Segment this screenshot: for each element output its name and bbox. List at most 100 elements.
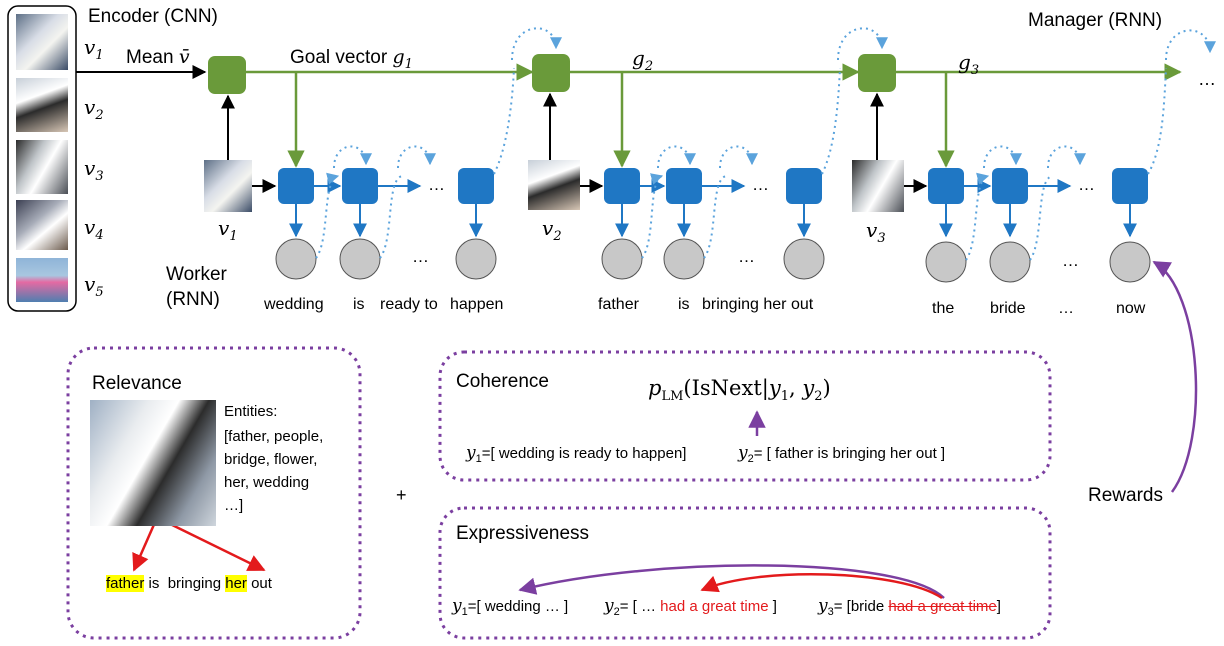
expressiveness-arrow-to-y1 — [518, 564, 945, 599]
manager-loop-3 — [1165, 29, 1216, 61]
word-is-1: is — [353, 296, 365, 313]
word-ellipsis-2: … — [738, 247, 755, 266]
manager-loop-2 — [837, 27, 888, 61]
expressiveness-title: Expressiveness — [456, 523, 590, 544]
manager-loop-1 — [511, 27, 562, 61]
worker-loop-3a — [983, 145, 1022, 169]
entities-line-3: her, wedding — [224, 474, 310, 491]
relevance-title: Relevance — [92, 373, 182, 394]
manager-title: Manager (RNN) — [1028, 10, 1163, 31]
worker-loop-2b — [719, 145, 758, 169]
worker-input-thumb-2 — [528, 160, 580, 210]
worker-node-1b — [342, 168, 378, 204]
expressiveness-y3: y3= [bride had a great time] — [818, 596, 1001, 618]
bbox-father-arrow — [132, 519, 158, 572]
encoder-frame-box — [7, 5, 77, 312]
relevance-sentence: father is bringing her out — [106, 575, 272, 592]
highlight-her: her — [225, 575, 247, 592]
manager-ellipsis: … — [1198, 69, 1216, 89]
word-node-3b — [989, 241, 1031, 283]
worker-ellipsis-1: … — [428, 175, 445, 194]
encoder-thumb-5 — [16, 258, 68, 302]
goal-label-2: g2 — [632, 46, 654, 74]
worker-loop-2a — [657, 145, 696, 169]
word-node-3a — [925, 241, 967, 283]
goal-vector-label: Goal vector g1 — [290, 46, 413, 72]
rewards-label: Rewards — [1088, 485, 1163, 506]
worker-word-loop-2a — [641, 173, 664, 259]
encoder-thumb-2 — [16, 78, 68, 132]
expressiveness-y2: y2= [ … had a great time ] — [604, 596, 777, 618]
word-bringing-her-out: bringing her out — [702, 296, 814, 313]
relevance-box — [66, 346, 362, 640]
worker-input-label-2: v2 — [542, 216, 562, 244]
word-node-2a — [601, 238, 643, 280]
worker-word-loop-1a — [315, 172, 340, 259]
encoder-frame-label-1: v1 — [84, 35, 104, 63]
entities-line-4: …] — [224, 497, 244, 514]
worker-input-label-1: v1 — [218, 216, 238, 244]
encoder-title: Encoder (CNN) — [88, 6, 218, 27]
word-ellipsis-1: … — [412, 247, 429, 266]
worker-word-loop-1b — [379, 175, 403, 259]
worker-node-2a — [604, 168, 640, 204]
word-ready-to: ready to — [380, 296, 438, 313]
rewards-arrow — [1152, 260, 1198, 493]
worker-title-line1: Worker — [166, 264, 227, 285]
word-wedding: wedding — [264, 296, 324, 313]
worker-loop-1a — [333, 145, 372, 169]
worker-title-line2: (RNN) — [166, 289, 220, 310]
word-bride: bride — [990, 300, 1026, 317]
encoder-frame-label-2: v2 — [84, 95, 104, 123]
word-ellipsis: … — [1058, 300, 1074, 317]
coherence-formula: pLM(IsNext|y1, y2) — [648, 376, 831, 405]
worker-input-thumb-1 — [204, 160, 252, 212]
manager-node-3 — [858, 54, 896, 92]
word-node-1c — [455, 238, 497, 280]
encoder-thumb-3 — [16, 140, 68, 194]
word-node-1b — [339, 238, 381, 280]
worker-loop-3b — [1047, 145, 1086, 169]
word-now: now — [1116, 300, 1146, 317]
worker-word-loop-3b — [1029, 175, 1053, 261]
word-node-2b — [663, 238, 705, 280]
word-is-2: is — [678, 296, 690, 313]
goal-label-3: g3 — [958, 50, 980, 78]
bbox-her-arrow — [161, 518, 266, 572]
worker-node-3c — [1112, 168, 1148, 204]
coherence-y2: y2= [ father is bringing her out ] — [738, 443, 946, 465]
worker-word-loop-3a — [965, 172, 990, 261]
worker-node-3b — [992, 168, 1028, 204]
word-father: father — [598, 296, 639, 313]
worker-ellipsis-2: … — [752, 175, 769, 194]
worker-node-2c — [786, 168, 822, 204]
highlight-father: father — [106, 575, 145, 592]
worker-to-manager-3 — [1147, 67, 1167, 175]
coherence-y1: y1=[ wedding is ready to happen] — [466, 443, 687, 465]
plus-sign: + — [396, 485, 407, 505]
encoder-thumb-1 — [16, 14, 68, 70]
expressiveness-box — [438, 506, 1052, 640]
relevance-photo — [90, 400, 216, 526]
worker-node-2b — [666, 168, 702, 204]
encoder-frame-label-5: v5 — [84, 272, 104, 300]
worker-node-3a — [928, 168, 964, 204]
worker-word-loop-2b — [703, 175, 727, 259]
word-ellipsis-3: … — [1062, 251, 1079, 270]
encoder-frame-label-4: v4 — [84, 215, 104, 243]
expressiveness-y1: y1=[ wedding … ] — [452, 596, 569, 618]
coherence-box — [438, 350, 1052, 482]
word-node-2c — [783, 238, 825, 280]
worker-input-label-3: v3 — [866, 218, 886, 246]
coherence-title: Coherence — [456, 371, 549, 392]
word-node-3c — [1109, 241, 1151, 283]
worker-input-thumb-3 — [852, 160, 904, 212]
word-the: the — [932, 300, 955, 317]
encoder-frame-label-3: v3 — [84, 156, 104, 184]
encoder-thumb-4 — [16, 200, 68, 250]
entities-line-1: [father, people, — [224, 428, 324, 445]
mean-label: Mean v̄ — [126, 46, 190, 68]
worker-node-1a — [278, 168, 314, 204]
